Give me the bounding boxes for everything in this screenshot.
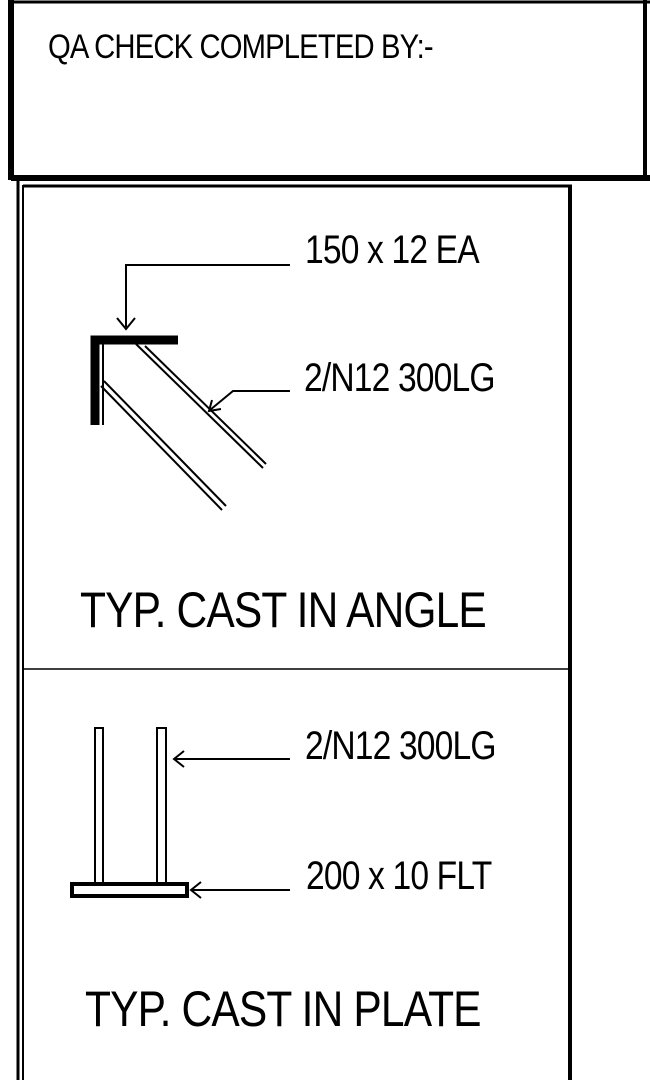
qa-check-title: QA CHECK COMPLETED BY:- — [48, 28, 434, 66]
angle-section-leader — [116, 264, 290, 331]
plate-detail-caption: TYP. CAST IN PLATE — [85, 981, 482, 1037]
angle-bar-label: 2/N12 300LG — [304, 356, 495, 400]
details-frame — [16, 180, 572, 1080]
plate-flat-leader — [189, 881, 290, 899]
angle-section — [90, 335, 178, 425]
plate-flat-label: 200 x 10 FLT — [306, 854, 492, 898]
angle-bar — [100, 343, 267, 511]
plate-bar-leader — [172, 750, 290, 768]
angle-detail-caption: TYP. CAST IN ANGLE — [80, 582, 487, 638]
plate-bar — [94, 727, 167, 885]
plate-flat — [70, 882, 189, 898]
plate-bar-label: 2/N12 300LG — [305, 724, 496, 768]
qa-box-frame — [8, 0, 650, 181]
angle-bar-leader — [207, 390, 290, 413]
angle-section-label: 150 x 12 EA — [305, 228, 480, 272]
